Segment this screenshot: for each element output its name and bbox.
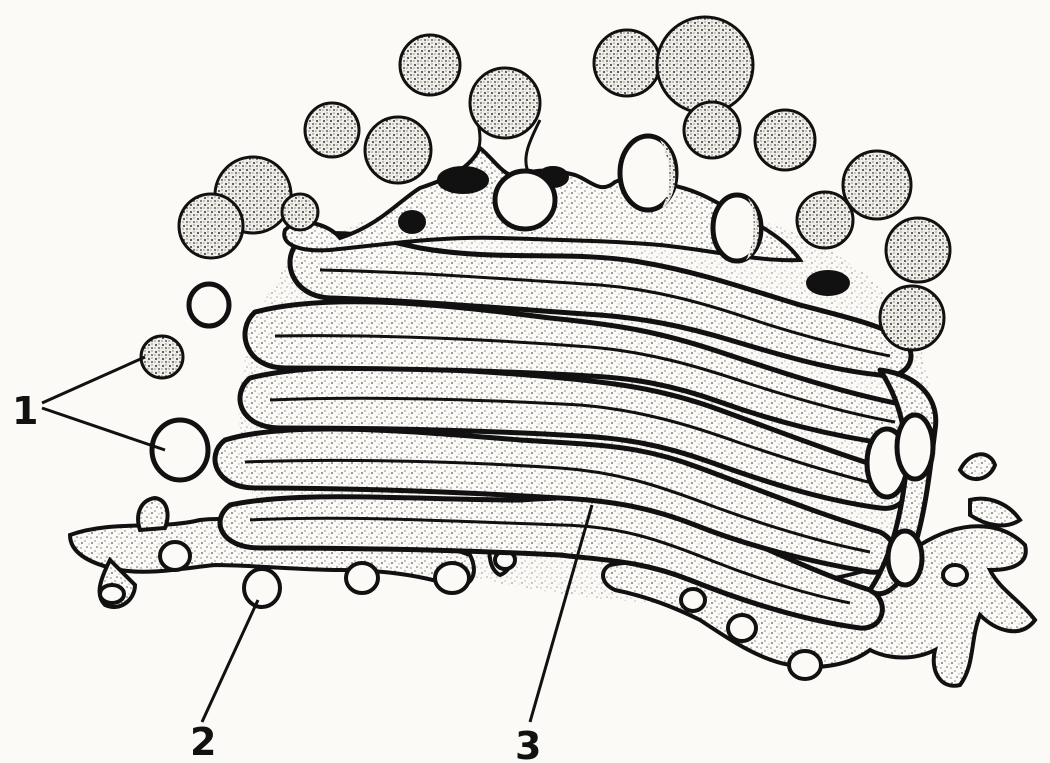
leader-line-1-bottom [42, 408, 165, 450]
label-tubule: 2 [190, 723, 216, 761]
leader-line-1-top [42, 357, 145, 403]
label-vesicles: 1 [12, 392, 38, 430]
label-cisterna: 3 [515, 727, 541, 763]
leader-line-2 [202, 600, 258, 722]
